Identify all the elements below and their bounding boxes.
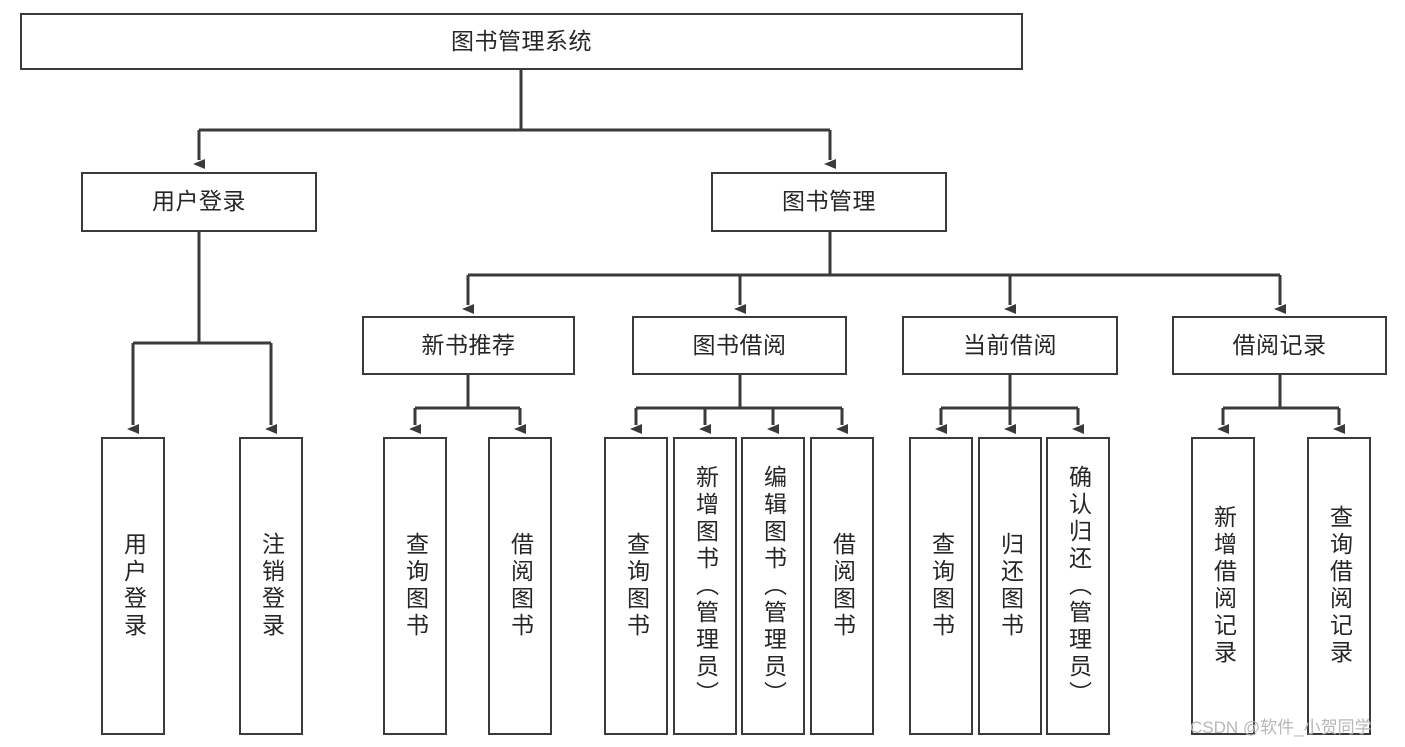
node-leaf-add-book[interactable]: 新增图书（管理员）	[673, 437, 737, 735]
node-label: 借阅记录	[1232, 331, 1327, 358]
node-label: 查询借阅记录	[1326, 505, 1353, 667]
node-leaf-user-login[interactable]: 用户登录	[101, 437, 165, 735]
node-leaf-query-book-borrow[interactable]: 查询图书	[604, 437, 668, 735]
node-label: 编辑图书（管理员）	[760, 464, 787, 708]
node-leaf-return-book[interactable]: 归还图书	[978, 437, 1042, 735]
node-label: 查询图书	[928, 532, 955, 640]
node-label: 图书借阅	[692, 331, 787, 358]
node-label: 查询图书	[623, 532, 650, 640]
node-label: 图书管理系统	[451, 27, 592, 54]
node-label: 借阅图书	[829, 532, 856, 640]
node-label: 新增借阅记录	[1210, 505, 1237, 667]
node-label: 用户登录	[152, 188, 246, 215]
node-label: 图书管理	[782, 188, 876, 215]
node-book-management[interactable]: 图书管理	[711, 172, 947, 232]
node-leaf-query-book-recommend[interactable]: 查询图书	[383, 437, 447, 735]
node-current-borrow[interactable]: 当前借阅	[902, 316, 1118, 375]
node-leaf-query-borrow-record[interactable]: 查询借阅记录	[1307, 437, 1371, 735]
csdn-watermark: CSDN @软件_小贺同学	[1190, 718, 1372, 737]
node-leaf-query-book-current[interactable]: 查询图书	[909, 437, 973, 735]
node-label: 注销登录	[258, 532, 285, 640]
node-leaf-borrow-book[interactable]: 借阅图书	[810, 437, 874, 735]
node-new-book-recommend[interactable]: 新书推荐	[362, 316, 575, 375]
node-label: 新增图书（管理员）	[692, 464, 719, 708]
node-root-book-management-system[interactable]: 图书管理系统	[20, 13, 1023, 70]
node-leaf-add-borrow-record[interactable]: 新增借阅记录	[1191, 437, 1255, 735]
node-label: 新书推荐	[421, 331, 516, 358]
node-label: 当前借阅	[963, 331, 1057, 358]
node-leaf-edit-book[interactable]: 编辑图书（管理员）	[741, 437, 805, 735]
node-label: 确认归还（管理员）	[1065, 464, 1092, 708]
node-label: 查询图书	[402, 532, 429, 640]
node-user-login[interactable]: 用户登录	[81, 172, 317, 232]
node-book-borrow[interactable]: 图书借阅	[632, 316, 847, 375]
node-leaf-borrow-book-recommend[interactable]: 借阅图书	[488, 437, 552, 735]
node-label: 归还图书	[997, 532, 1024, 640]
node-leaf-logout[interactable]: 注销登录	[239, 437, 303, 735]
node-borrow-record[interactable]: 借阅记录	[1172, 316, 1387, 375]
node-label: 用户登录	[120, 532, 147, 640]
node-label: 借阅图书	[507, 532, 534, 640]
node-leaf-confirm-return[interactable]: 确认归还（管理员）	[1046, 437, 1110, 735]
